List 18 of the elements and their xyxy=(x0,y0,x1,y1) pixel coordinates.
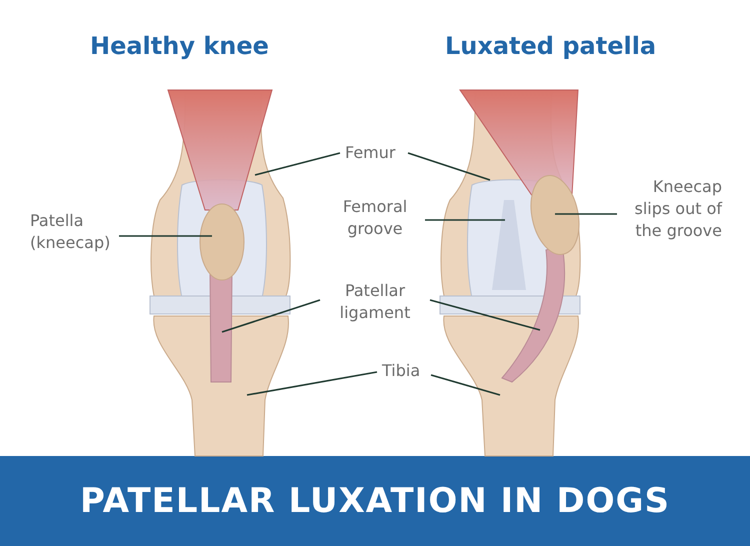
leader-line xyxy=(430,299,540,331)
leader-line xyxy=(408,152,490,181)
leader-line xyxy=(430,374,500,396)
leader-line xyxy=(254,152,340,176)
leader-line xyxy=(246,371,378,396)
part-label: Patella (kneecap) xyxy=(30,210,114,254)
part-label: Patellar ligament xyxy=(325,280,425,324)
part-label: Tibia xyxy=(382,360,426,382)
part-label: Kneecap slips out of the groove xyxy=(622,176,722,242)
leader-line xyxy=(222,299,320,333)
title-banner: PATELLAR LUXATION IN DOGS xyxy=(0,456,750,546)
leader-line xyxy=(555,213,617,215)
part-label: Femur xyxy=(345,142,403,164)
leader-line xyxy=(425,219,505,221)
leader-line xyxy=(119,235,212,237)
part-label: Femoral groove xyxy=(330,196,420,240)
panel-heading: Healthy knee xyxy=(90,32,269,60)
panel-heading: Luxated patella xyxy=(445,32,656,60)
